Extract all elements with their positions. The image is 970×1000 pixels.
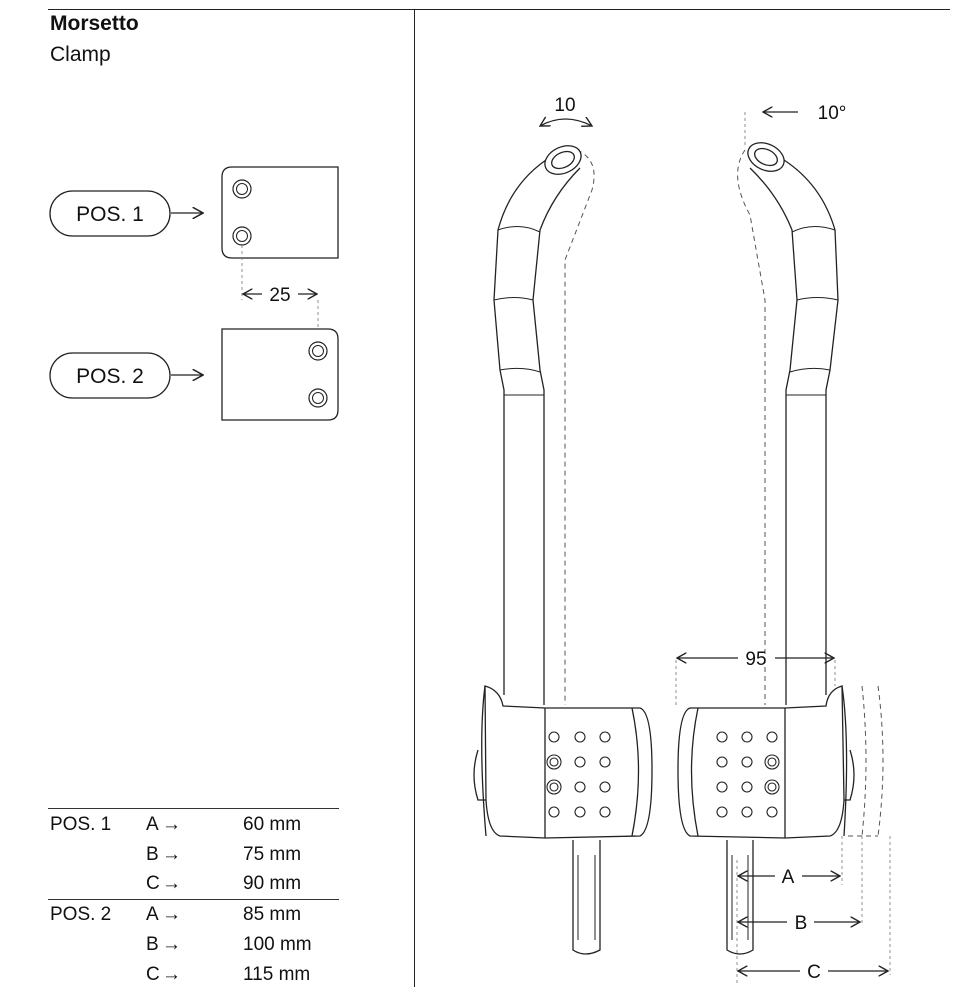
table-value: 90 mm	[243, 873, 302, 894]
pos1-pill	[49, 190, 171, 237]
rotation-left-value: 10	[554, 95, 575, 116]
column-divider	[414, 9, 415, 987]
rotation-right-value: 10°	[818, 103, 847, 124]
hole-spacing-value: 25	[269, 285, 290, 306]
page-title: Morsetto	[50, 12, 139, 35]
top-rule	[48, 9, 950, 10]
table-letter: A	[146, 904, 159, 925]
pos2-callout: POS. 2	[49, 352, 203, 399]
table-value: 115 mm	[243, 964, 311, 985]
right-extension-bar	[677, 142, 855, 955]
table-rule-middle	[48, 899, 339, 900]
pos2-plate	[221, 328, 339, 421]
table-arrow: →	[162, 873, 181, 894]
pos2-label: POS. 2	[76, 365, 144, 388]
table-letter: B	[146, 934, 159, 955]
pos1-label: POS. 1	[76, 203, 144, 226]
table-letter: C	[146, 873, 160, 894]
pos1-callout: POS. 1	[49, 190, 203, 237]
table-arrow: →	[162, 844, 181, 865]
width-dimension: 95	[675, 649, 836, 705]
hole-spacing-dimension: 25	[241, 245, 319, 342]
table-arrow: →	[162, 814, 181, 835]
rotation-left-indicator: 10	[540, 95, 592, 126]
table-rule-top	[48, 808, 339, 809]
rotation-right-indicator: 10°	[744, 103, 847, 148]
width-value: 95	[745, 649, 766, 670]
pos1-plate	[221, 166, 339, 259]
table-pos: POS. 1	[50, 814, 112, 835]
offset-dimensions: A B C	[736, 836, 891, 985]
right-pad-ghost-outlines	[848, 685, 884, 837]
table-letter: B	[146, 844, 159, 865]
table-arrow: →	[162, 904, 181, 925]
left-pad-holes	[546, 731, 611, 818]
table-letter: C	[146, 964, 160, 985]
page-subtitle: Clamp	[50, 43, 111, 66]
table-letter: A	[146, 814, 159, 835]
table-pos: POS. 2	[50, 904, 112, 925]
table-value: 60 mm	[243, 814, 302, 835]
table-value: 75 mm	[243, 844, 302, 865]
table-arrow: →	[162, 964, 181, 985]
left-extension-bar	[473, 145, 653, 955]
pos2-pill	[49, 352, 171, 399]
offset-c-label: C	[807, 962, 821, 983]
table-value: 100 mm	[243, 934, 312, 955]
offset-a-label: A	[782, 867, 795, 888]
right-pad-holes	[716, 731, 780, 818]
table-arrow: →	[162, 934, 181, 955]
offset-b-label: B	[795, 913, 808, 934]
table-value: 85 mm	[243, 904, 302, 925]
